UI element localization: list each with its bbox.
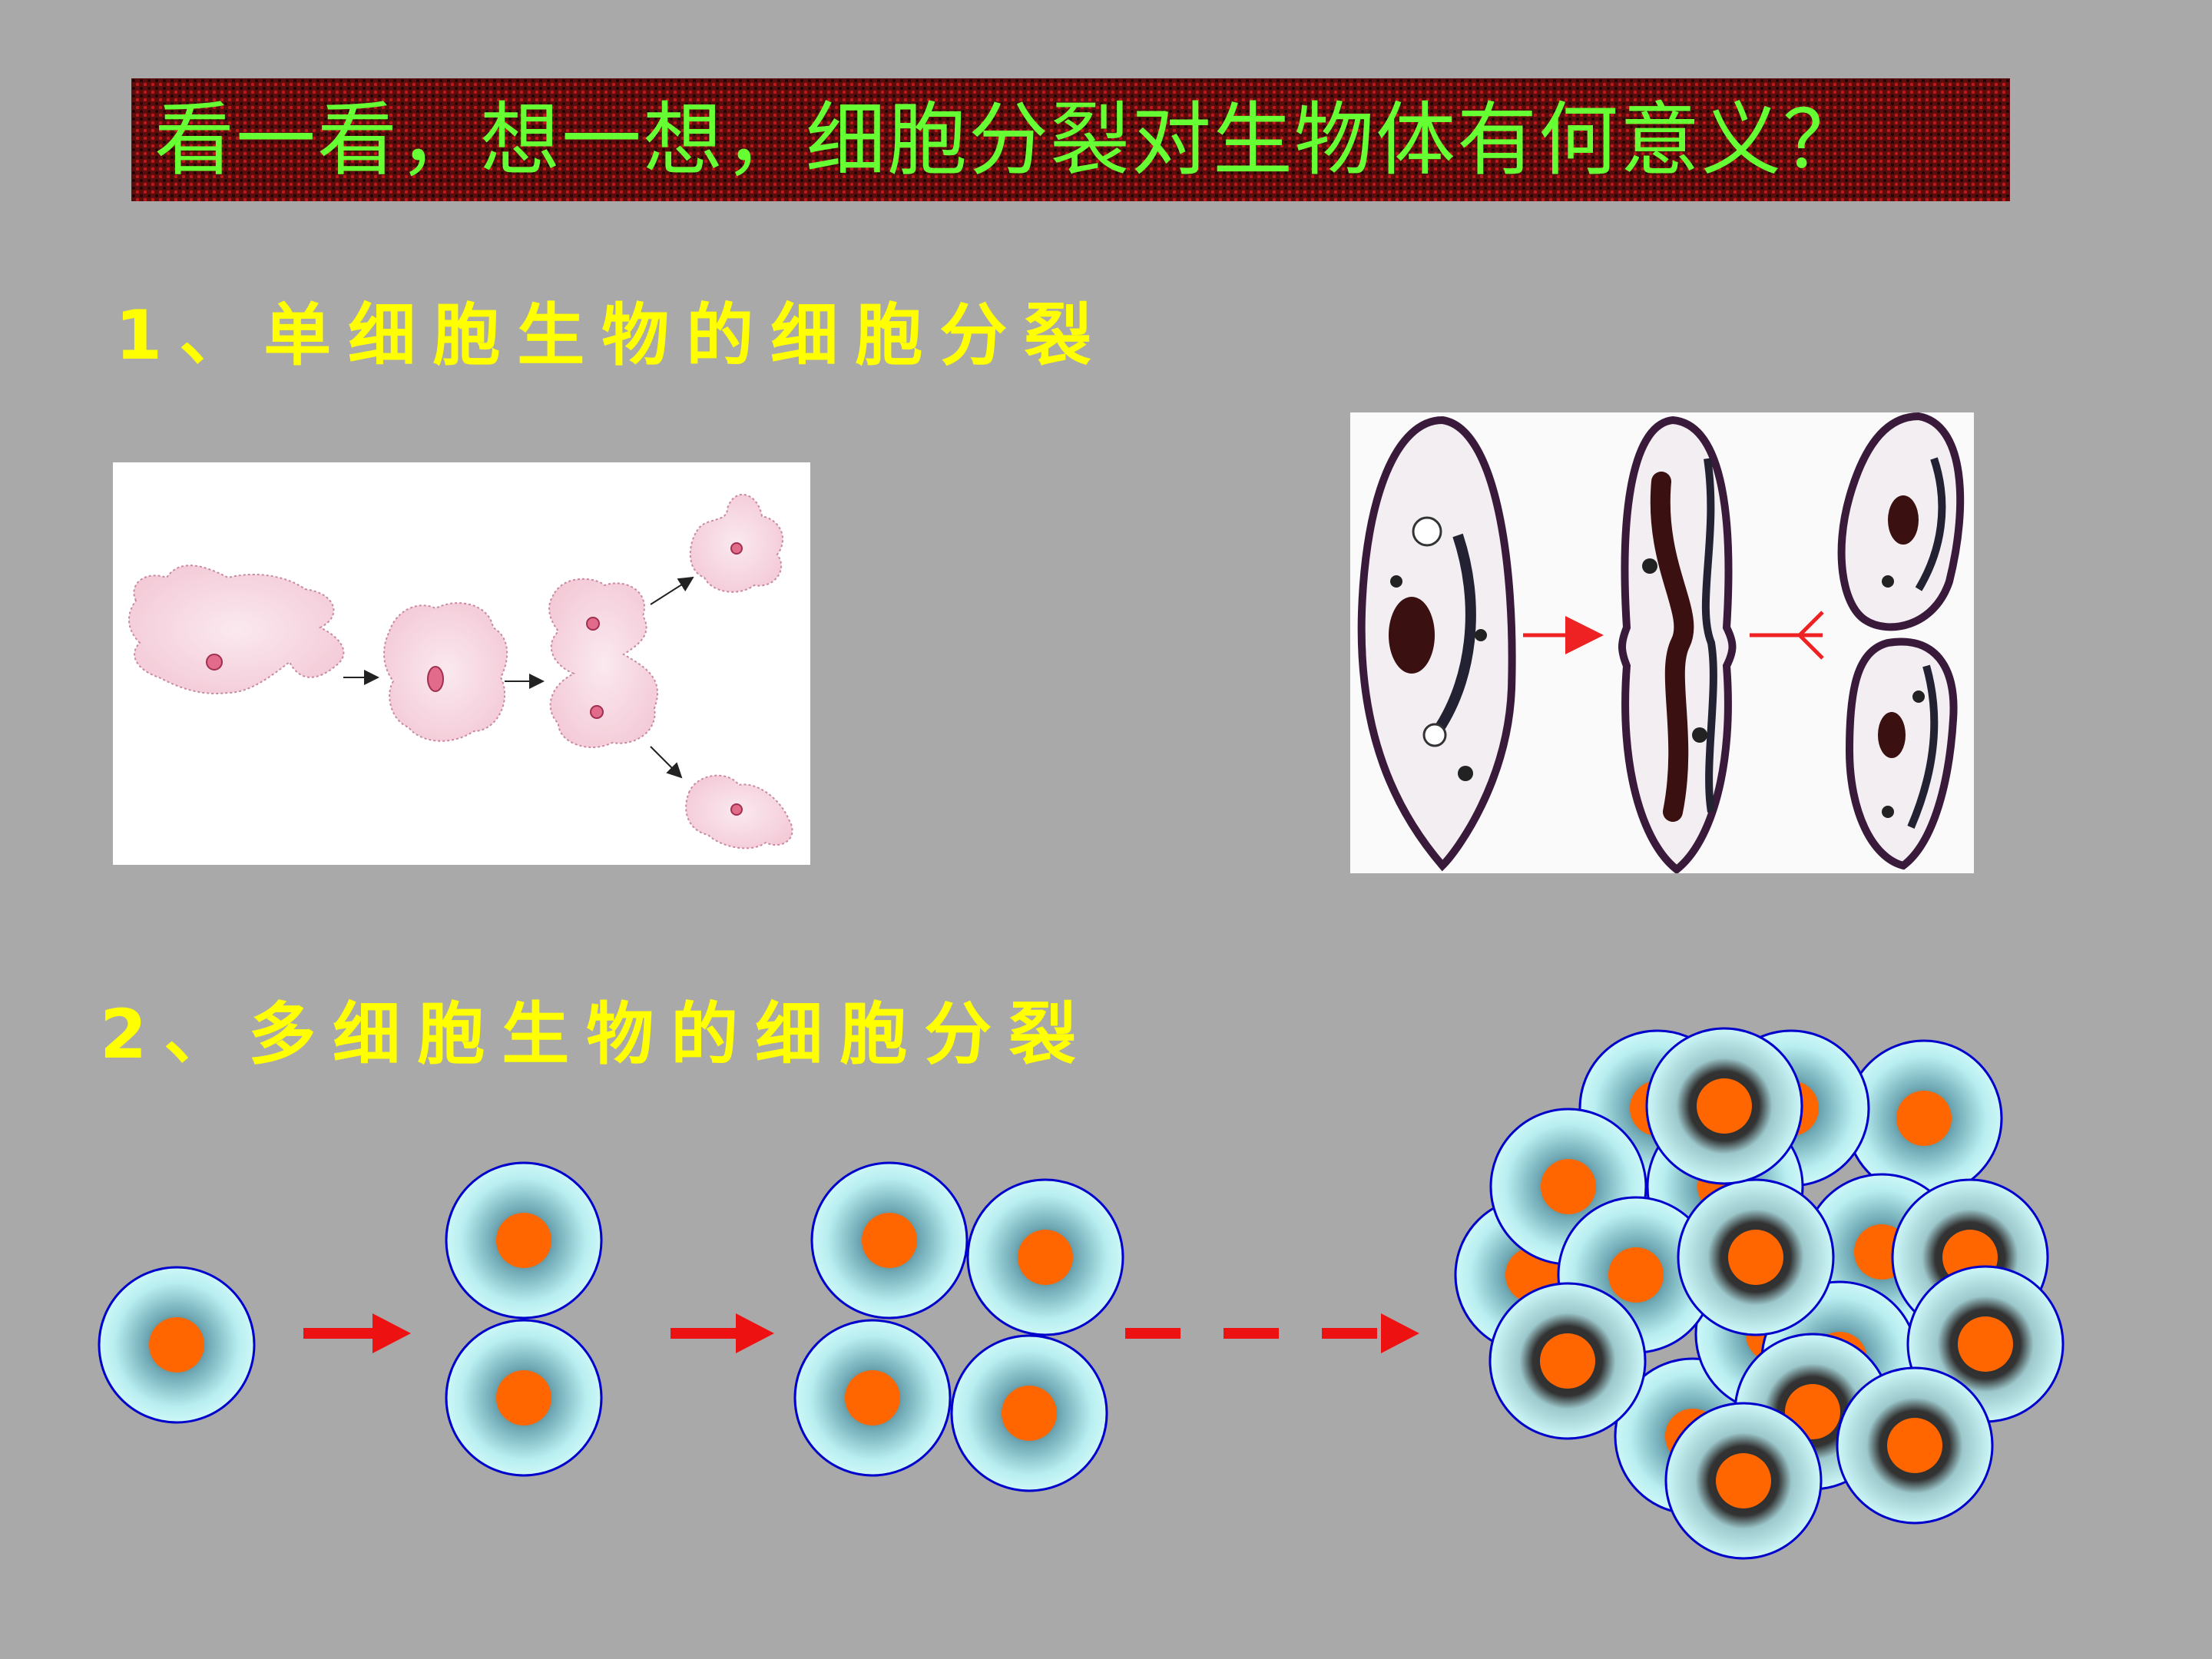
dividing-nucleus	[1650, 472, 1694, 822]
cell-nucleus-icon	[1836, 1366, 1994, 1525]
macronucleus	[1888, 495, 1919, 545]
red-arrow-icon	[1798, 611, 1824, 637]
cell-nucleus	[1002, 1386, 1057, 1441]
arrow-icon	[650, 576, 694, 605]
amoeba-nucleus	[590, 705, 604, 719]
dividing-amoeba	[548, 578, 659, 748]
amoeba-nucleus	[586, 617, 600, 631]
contractile-vacuole	[1422, 723, 1447, 747]
cell-nucleus	[1540, 1333, 1595, 1389]
amoeba-nucleus	[730, 803, 743, 816]
amoeba-shape	[383, 602, 508, 742]
amoeba-illustration	[127, 493, 793, 849]
paramecium-division-image	[1350, 412, 1974, 873]
oral-groove	[1430, 533, 1476, 739]
amoeba-division-image	[113, 462, 810, 865]
cell-nucleus-icon	[445, 1319, 603, 1477]
red-arrow-icon	[671, 1313, 774, 1353]
cell-nucleus-icon	[1845, 1039, 2003, 1197]
red-arrow-icon	[303, 1313, 411, 1353]
paramecium-illustration	[1357, 412, 1965, 873]
section-heading-multicellular: 2、多细胞生物的细胞分裂	[100, 995, 1094, 1074]
cell-nucleus	[1608, 1247, 1664, 1303]
cell-nucleus-icon	[1664, 1402, 1823, 1560]
amoeba-nucleus	[427, 666, 444, 692]
cell-nucleus	[862, 1213, 917, 1268]
cell-nucleus-icon	[810, 1161, 969, 1320]
arrow-icon	[650, 746, 683, 779]
amoeba-nucleus	[730, 542, 743, 555]
red-arrow-icon	[1125, 1313, 1419, 1353]
cell-nucleus	[1697, 1078, 1752, 1134]
cell-nucleus	[1896, 1091, 1952, 1146]
cell-nucleus	[1716, 1453, 1771, 1508]
cell-nucleus-icon	[1677, 1178, 1835, 1336]
cell-nucleus	[496, 1213, 551, 1268]
red-arrow-icon	[1798, 634, 1824, 660]
cell-nucleus-icon	[950, 1334, 1108, 1492]
amoeba-nucleus	[206, 654, 223, 671]
cell-nucleus	[845, 1370, 900, 1426]
oral-groove	[1701, 458, 1717, 813]
cell-nucleus	[496, 1370, 551, 1426]
cell-nucleus-icon	[1488, 1282, 1647, 1440]
cell-nucleus	[1728, 1230, 1783, 1285]
cell-nucleus	[1541, 1159, 1596, 1214]
cell-nucleus	[149, 1317, 204, 1373]
cell-nucleus	[1018, 1230, 1073, 1285]
macronucleus	[1389, 597, 1435, 674]
section-heading-unicellular: 1、单细胞生物的细胞分裂	[115, 296, 1109, 375]
cell-nucleus-icon	[1645, 1027, 1803, 1185]
cell-nucleus	[1958, 1316, 2013, 1372]
daughter-paramecium	[1845, 637, 1958, 870]
cell-nucleus-icon	[98, 1266, 256, 1424]
cell-nucleus-icon	[793, 1319, 952, 1477]
title-banner: 看一看，想一想，细胞分裂对生物体有何意义？	[131, 78, 2010, 201]
cell-nucleus-icon	[966, 1178, 1124, 1336]
contractile-vacuole	[1412, 516, 1442, 547]
macronucleus	[1878, 712, 1906, 758]
paramecium-cell	[1357, 416, 1516, 872]
cell-nucleus	[1887, 1418, 1942, 1473]
slide-title: 看一看，想一想，细胞分裂对生物体有何意义？	[154, 93, 1865, 187]
cell-nucleus-icon	[445, 1161, 603, 1320]
amoeba-shape	[127, 565, 345, 694]
